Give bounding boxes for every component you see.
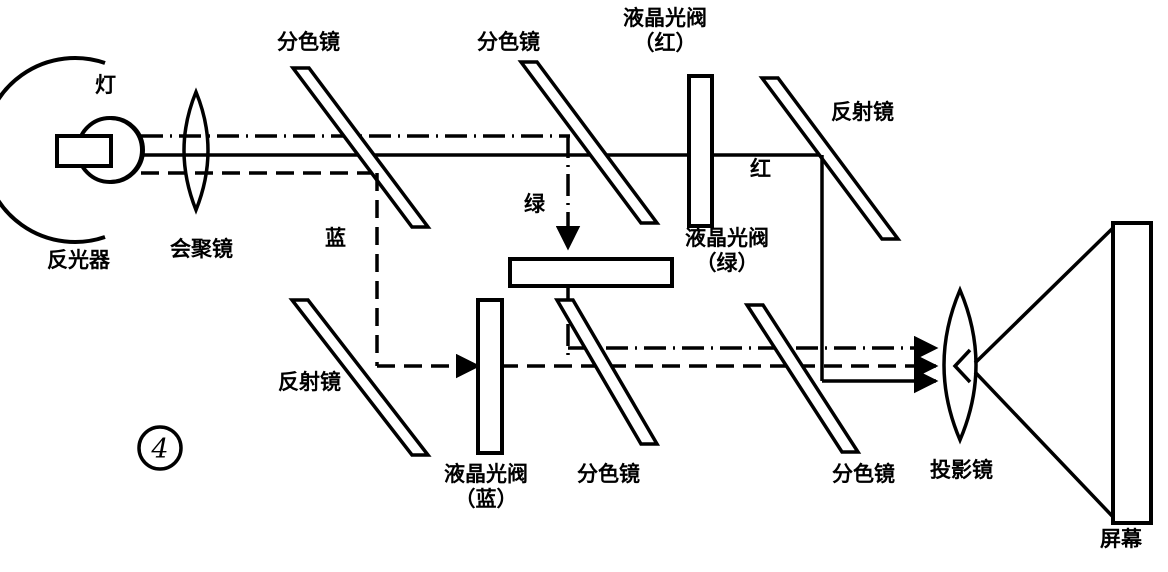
label-lcd-valve-blue: 液晶光阀 （蓝）	[430, 462, 542, 512]
lamp-base	[55, 134, 113, 168]
label-screen: 屏幕	[1100, 527, 1142, 551]
label-condenser: 会聚镜	[170, 237, 233, 261]
label-lcd-valve-red-line2: （红）	[633, 30, 697, 55]
label-mirror-top-right: 反射镜	[831, 100, 894, 124]
label-lcd-valve-blue-line1: 液晶光阀	[444, 462, 528, 486]
projection-ray-upper	[973, 224, 1117, 365]
projection-lens-body	[942, 285, 978, 445]
projection-ray-lower	[973, 370, 1117, 521]
mirror-top-right	[758, 76, 902, 241]
lcd-valve-red	[687, 74, 714, 228]
dichroic-mirror-4	[743, 303, 862, 454]
dichroic-mirror-1	[289, 66, 432, 229]
figure-number-circle	[137, 425, 183, 471]
label-lcd-valve-blue-line2: （蓝）	[454, 486, 518, 511]
reflector-arc	[0, 56, 106, 244]
label-mirror-bottom-left: 反射镜	[278, 370, 341, 394]
label-dichroic-mirror-1: 分色镜	[277, 30, 340, 54]
label-lamp: 灯	[95, 73, 116, 97]
label-ray-red: 红	[750, 157, 771, 181]
label-ray-blue: 蓝	[325, 226, 346, 250]
label-lcd-valve-red-line1: 液晶光阀	[623, 6, 707, 30]
lcd-valve-blue	[476, 298, 504, 455]
label-reflector: 反光器	[47, 248, 110, 272]
label-dichroic-mirror-2: 分色镜	[477, 30, 540, 54]
dichroic-mirror-3	[553, 298, 661, 446]
label-dichroic-mirror-4: 分色镜	[832, 462, 895, 486]
dichroic-mirror-2	[517, 60, 661, 225]
label-lcd-valve-red: 液晶光阀 （红）	[610, 6, 720, 56]
label-dichroic-mirror-3: 分色镜	[577, 462, 640, 486]
label-projection-lens: 投影镜	[930, 458, 993, 482]
label-lcd-valve-green-line1: 液晶光阀	[685, 226, 769, 250]
label-lcd-valve-green-line2: （绿）	[695, 250, 759, 275]
screen-panel	[1111, 221, 1153, 525]
focus-caret	[952, 348, 972, 384]
condenser-lens-body	[182, 87, 210, 215]
lcd-valve-green	[508, 257, 674, 288]
lamp-bulb-right	[110, 116, 145, 184]
label-ray-green: 绿	[524, 192, 545, 216]
label-lcd-valve-green: 液晶光阀 （绿）	[672, 226, 782, 276]
mirror-bottom-left	[288, 298, 432, 457]
figure-number-text: 4	[150, 434, 168, 465]
